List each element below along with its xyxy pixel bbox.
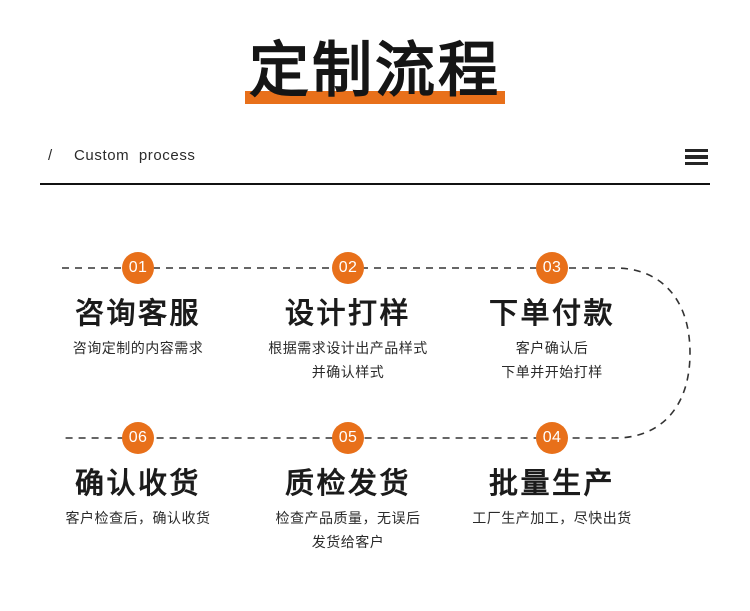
header-divider: [40, 183, 710, 185]
hamburger-bar-1: [685, 149, 708, 153]
step-desc-02: 根据需求设计出产品样式 并确认样式: [233, 337, 463, 385]
step-desc-04-line-1: 工厂生产加工，尽快出货: [472, 511, 632, 527]
subtitle-english: Custom process: [74, 147, 196, 164]
step-title-06: 确认收货: [74, 466, 201, 500]
step-desc-05-line-2: 发货给客户: [311, 535, 385, 551]
hamburger-bar-2: [685, 155, 708, 159]
page-title: 定制流程: [249, 36, 501, 106]
step-badge-05: 05: [332, 422, 364, 454]
title-underline-bar: [245, 91, 505, 104]
page-title-block: 定制流程: [0, 32, 750, 114]
step-badge-04: 04: [536, 422, 568, 454]
step-desc-02-line-2: 并确认样式: [311, 365, 385, 381]
step-badge-02: 02: [332, 252, 364, 284]
process-flow: 01 咨询客服 咨询定制的内容需求 02 设计打样 根据需求设计出产品样式 并确…: [0, 195, 750, 611]
step-desc-02-line-1: 根据需求设计出产品样式: [268, 341, 428, 357]
step-title-03: 下单付款: [488, 296, 615, 330]
step-desc-05-line-1: 检查产品质量，无误后: [275, 511, 421, 527]
step-title-02: 设计打样: [284, 296, 411, 330]
step-title-04: 批量生产: [488, 466, 615, 500]
step-badge-01: 01: [122, 252, 154, 284]
page-header: 定制流程 / Custom process: [0, 0, 750, 195]
step-title-05: 质检发货: [284, 466, 411, 500]
step-desc-03-line-1: 客户确认后: [515, 341, 589, 357]
hamburger-menu-icon[interactable]: [685, 149, 708, 165]
step-desc-03: 客户确认后 下单并开始打样: [437, 337, 667, 385]
step-desc-01: 咨询定制的内容需求: [23, 337, 253, 361]
hamburger-bar-3: [685, 161, 708, 165]
step-desc-01-line-1: 咨询定制的内容需求: [72, 341, 204, 357]
step-desc-06: 客户检查后，确认收货: [23, 507, 253, 531]
step-desc-06-line-1: 客户检查后，确认收货: [65, 511, 211, 527]
slash-separator: /: [48, 147, 53, 164]
step-title-01: 咨询客服: [74, 296, 201, 330]
step-desc-03-line-2: 下单并开始打样: [501, 365, 603, 381]
step-badge-06: 06: [122, 422, 154, 454]
subtitle-bar: / Custom process: [40, 145, 710, 181]
step-desc-05: 检查产品质量，无误后 发货给客户: [233, 507, 463, 555]
step-badge-03: 03: [536, 252, 568, 284]
step-desc-04: 工厂生产加工，尽快出货: [437, 507, 667, 531]
